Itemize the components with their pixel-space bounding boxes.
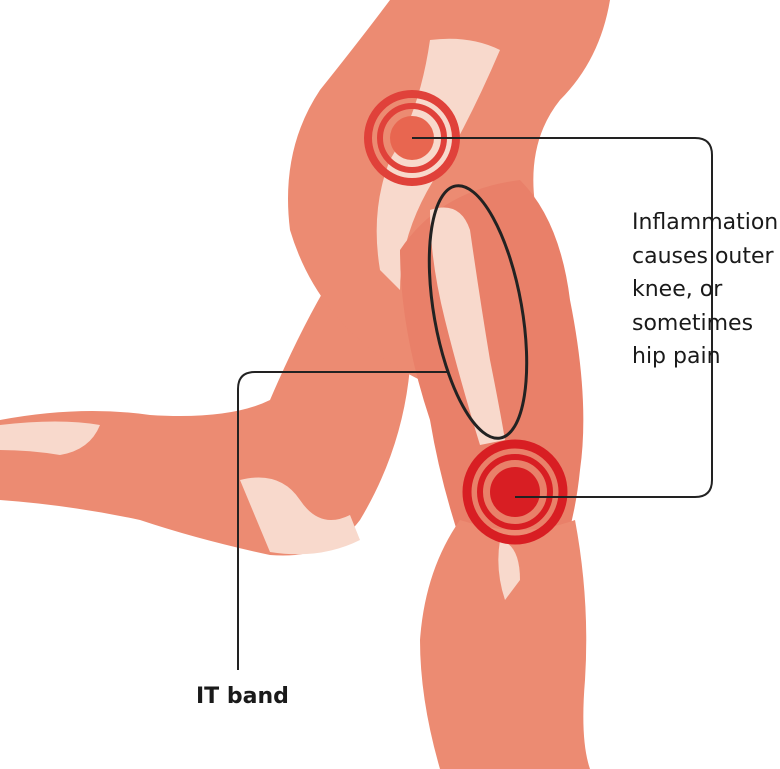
- it-band-outline: [427, 184, 529, 440]
- inflammation-label-line: knee, or: [632, 277, 723, 302]
- inflammation-callout-line: [412, 137, 713, 498]
- back-calf-tendon: [240, 477, 360, 555]
- inflammation-label-line: sometimes: [632, 310, 754, 336]
- it-band-label: IT band: [196, 684, 289, 709]
- it-band-callout-line: [237, 371, 448, 670]
- inflammation-label-line: hip pain: [632, 344, 721, 369]
- it-band-tendon: [430, 207, 505, 445]
- shin-tendon: [498, 540, 520, 600]
- inflammation-label: Inflammation causes outer knee, or somet…: [632, 206, 778, 374]
- inflammation-label-line: causes outer: [632, 243, 774, 269]
- lower-leg: [420, 520, 590, 769]
- knee-pain-marker: [462, 439, 568, 545]
- hip-tendon: [376, 38, 500, 290]
- back-leg: [0, 280, 412, 556]
- back-leg-tendon: [0, 421, 100, 455]
- inflammation-label-line: Inflammation: [632, 210, 779, 235]
